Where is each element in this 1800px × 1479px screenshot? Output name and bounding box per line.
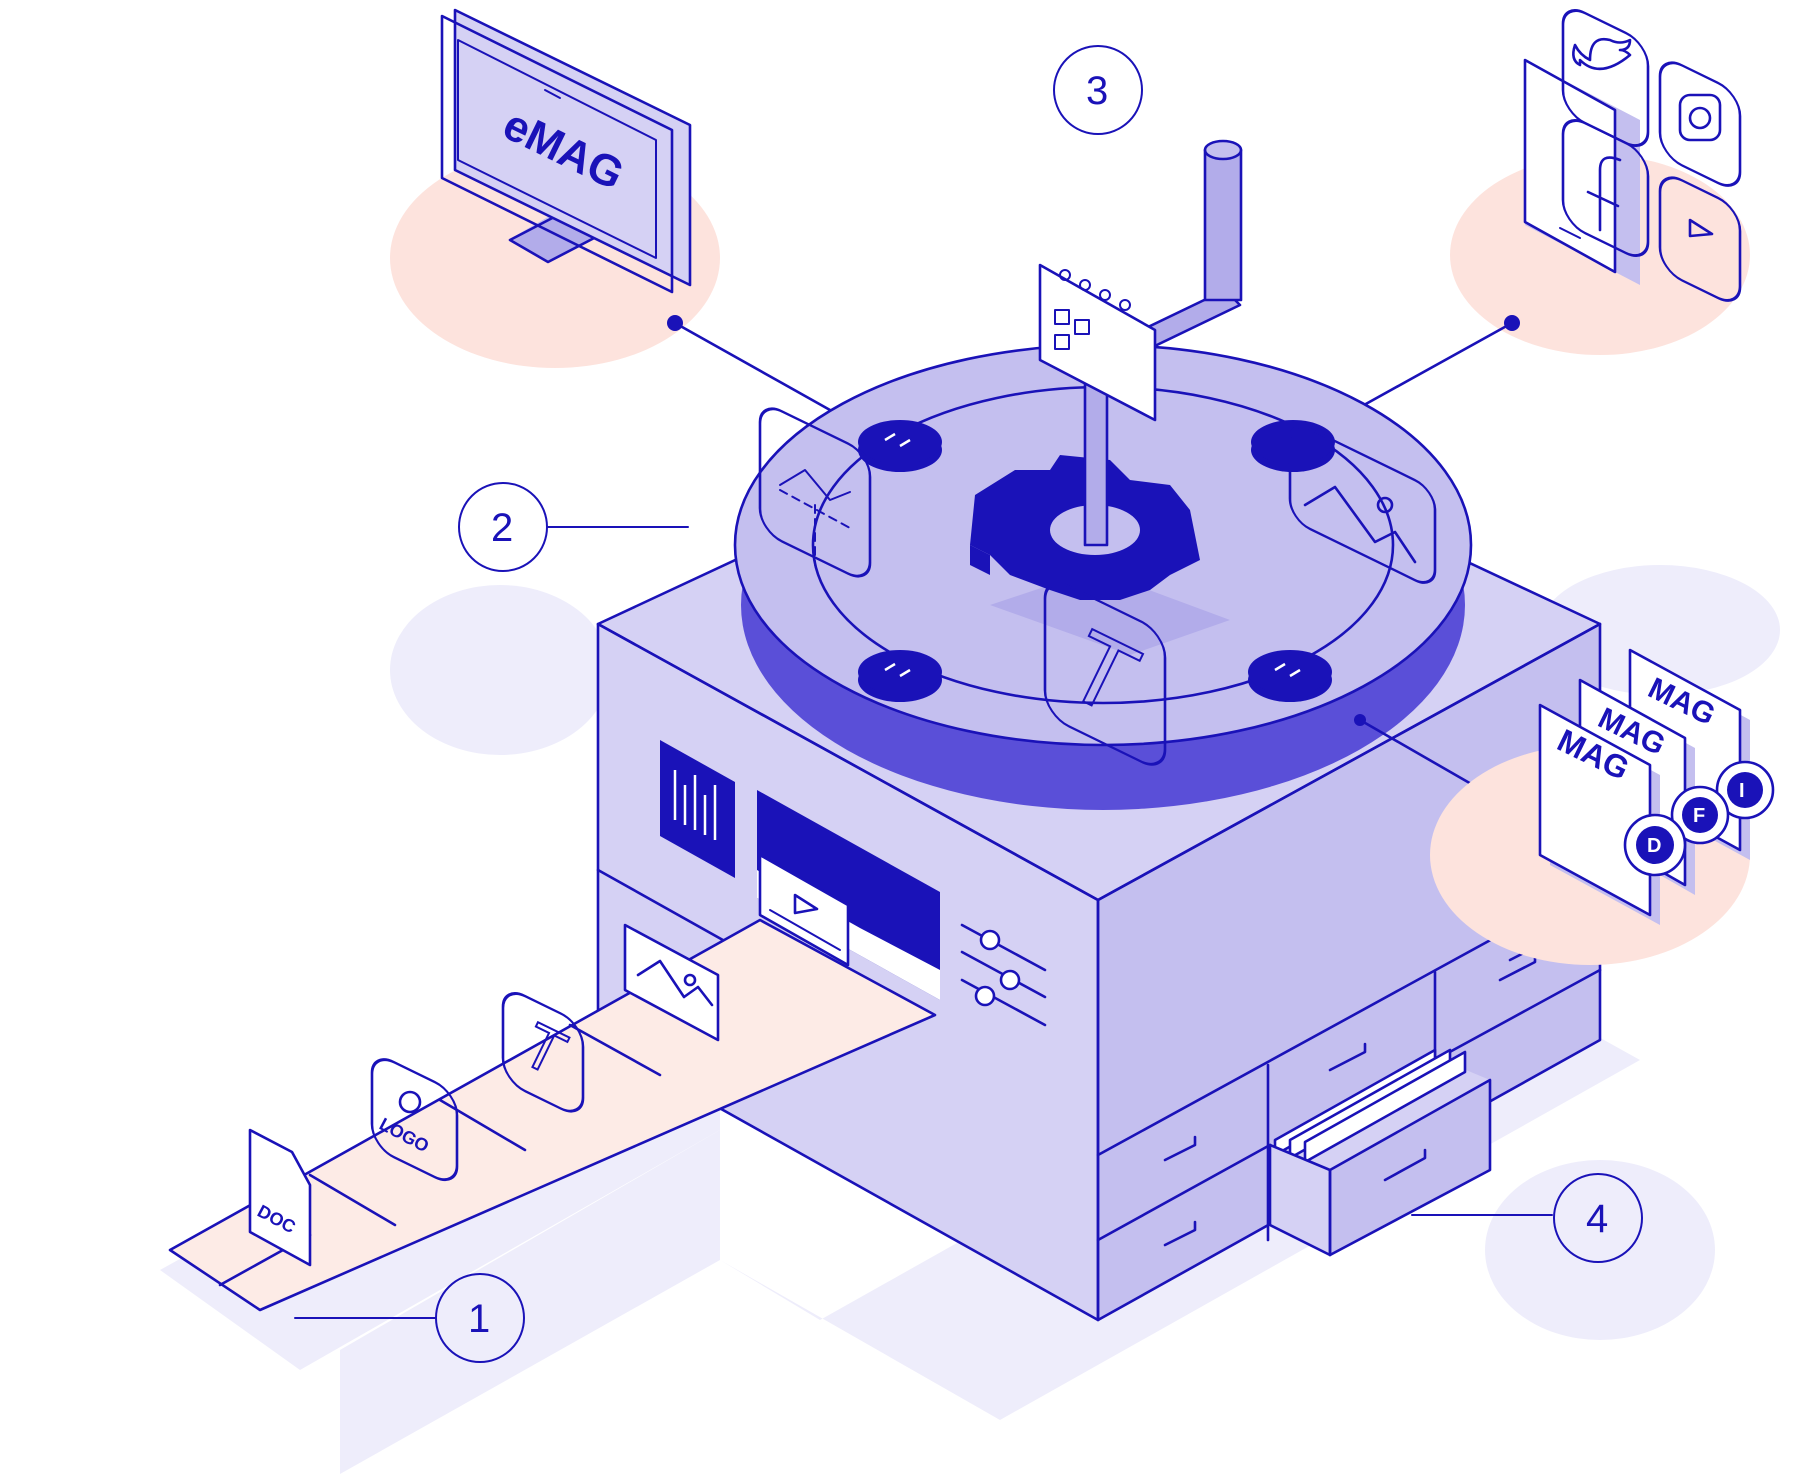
connector-social [1353,315,1520,412]
magazines-group: MAG MAG MAG I F D [1430,648,1775,965]
badge-letter: F [1693,805,1705,827]
callout-2: 2 [458,482,689,572]
globe-badge: F [1670,785,1730,845]
callout-1: 1 [294,1273,525,1363]
image-card-icon [1288,425,1437,584]
callout-4-label: 4 [1586,1197,1608,1241]
callout-1-label: 1 [468,1297,490,1341]
conveyor-video-item [758,853,850,967]
conveyor-belt [168,918,937,1312]
open-drawer [1268,1048,1492,1257]
turntable: T [733,139,1473,810]
callout-4: 4 [1411,1173,1643,1263]
globe-badge: I [1715,760,1775,820]
conveyor-doc-item: DOC [248,1128,312,1267]
wireframe-image-card-icon [758,407,872,578]
social-group [1450,9,1750,355]
conveyor-image-item [623,923,720,1042]
globe-badge: D [1623,813,1687,877]
badge-letter: D [1647,835,1661,857]
callout-2-label: 2 [491,506,513,550]
youtube-icon [1658,176,1742,302]
coin-icon [858,650,942,702]
calendar-icon [1038,263,1157,422]
bar-chart-icon [673,770,717,840]
coin-icon [1248,650,1332,702]
badge-letter: I [1739,780,1745,802]
callout-3-label: 3 [1086,69,1108,113]
instagram-icon [1658,61,1742,187]
emag-monitor-group: eMAG [390,8,720,368]
magazine-stack: MAG [1538,703,1660,925]
coin-icon [858,420,942,472]
callout-3: 3 [1053,45,1143,135]
connector-monitor [667,315,832,412]
sliders-icon [960,923,1047,1027]
facebook-icon [1561,119,1650,257]
